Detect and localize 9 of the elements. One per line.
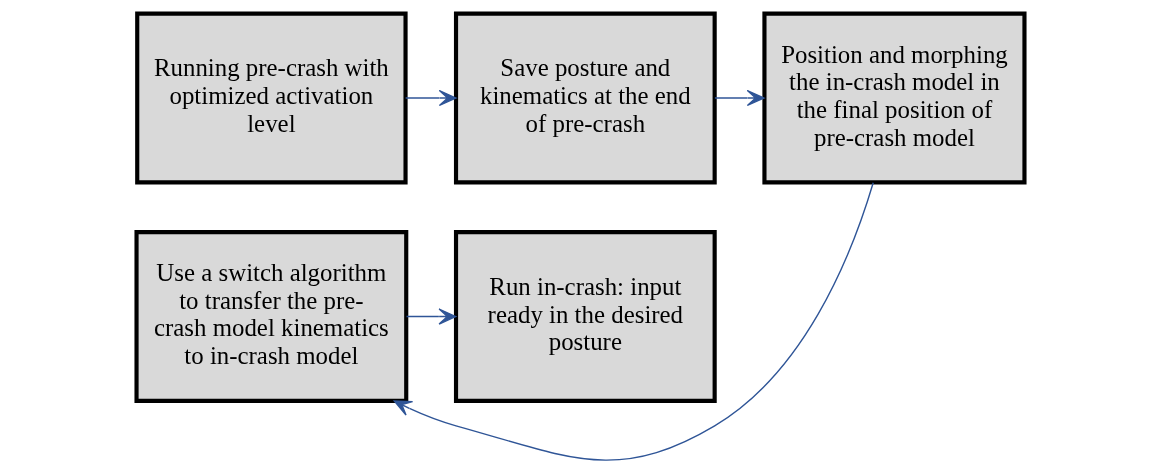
node-box: Running pre-crash with optimized activation level <box>134 11 408 185</box>
arrow <box>713 89 765 107</box>
node-box: Use a switch algorithm to transfer the pre-crash model kinematics to in-crash model <box>133 230 408 403</box>
arrow <box>405 308 456 325</box>
arrow <box>404 89 457 107</box>
node-box: Position and morphing the in-crash model in the final position of pre-crash model <box>761 11 1027 185</box>
node-box: Run in-crash: input ready in the desired posture <box>453 230 717 403</box>
node-box: Save posture and kinematics at the end of pre-crash <box>453 11 717 185</box>
arrow <box>393 182 874 461</box>
